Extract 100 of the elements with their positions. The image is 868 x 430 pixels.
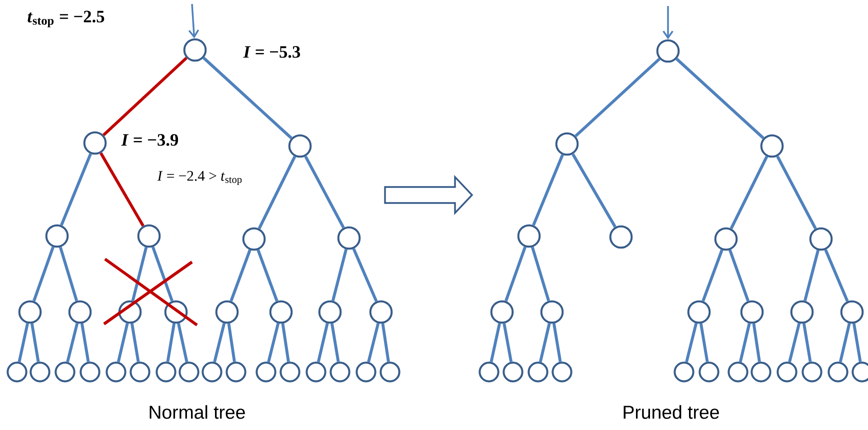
tree-node	[356, 362, 376, 382]
value-label: I = −3.9	[121, 134, 178, 146]
tree-node	[528, 362, 548, 382]
tree-node	[517, 224, 541, 248]
tree-node	[118, 300, 142, 324]
branch-line	[100, 152, 144, 227]
branch-line	[152, 246, 174, 302]
branch-line	[788, 322, 801, 362]
branch-line	[352, 248, 378, 302]
branch-line	[490, 323, 501, 362]
arrow	[662, 6, 674, 40]
tree-node	[760, 134, 784, 158]
branch-line	[776, 156, 817, 230]
branch-line	[502, 323, 513, 362]
caption: Pruned tree	[624, 405, 719, 419]
tree-node	[68, 300, 92, 324]
tree-node	[280, 362, 300, 382]
tree-node	[164, 300, 188, 324]
branch-line	[80, 323, 90, 362]
tree-node	[156, 362, 176, 382]
tree-node	[330, 362, 350, 382]
branch-line	[258, 156, 296, 230]
branch-line	[166, 323, 176, 362]
branch-line	[330, 323, 340, 362]
tree-node	[130, 362, 150, 382]
tree-node	[6, 362, 28, 382]
branch-line	[30, 323, 40, 362]
tree-node	[45, 224, 69, 248]
branch-line	[702, 249, 724, 302]
tree-node	[337, 226, 361, 250]
tree-node	[828, 362, 848, 382]
branch-line	[202, 56, 292, 140]
tree-node	[552, 362, 572, 382]
tree-node	[369, 300, 393, 324]
edge-label: I = −2.4 > t$_{stop}$	[157, 170, 242, 186]
tree-node	[242, 227, 266, 251]
branch-line	[504, 246, 526, 302]
tree-node	[490, 300, 514, 324]
tree-node	[80, 362, 100, 382]
tree-node	[687, 300, 711, 324]
tree-node	[502, 362, 524, 382]
threshold-label: t$_{stop}$ = −2.5	[28, 10, 104, 28]
tree-node	[698, 362, 720, 382]
branch-line	[331, 248, 348, 302]
branch-line	[58, 246, 78, 302]
tree-node	[750, 362, 772, 382]
tree-node	[656, 39, 680, 63]
branch-line	[572, 153, 616, 228]
branch-line	[574, 58, 660, 138]
tree-node	[202, 362, 222, 382]
tree-node	[256, 362, 276, 382]
branch-line	[381, 323, 390, 362]
tree-node	[183, 38, 207, 62]
tree-node	[226, 362, 246, 382]
tree-node	[609, 225, 633, 249]
tree-node	[30, 362, 50, 382]
tree-node	[306, 362, 326, 382]
branch-line	[230, 249, 252, 302]
branch-line	[730, 156, 768, 230]
branch-line	[552, 323, 562, 362]
tree-node	[83, 131, 107, 155]
tree-node	[215, 300, 239, 324]
tree-node	[380, 362, 400, 382]
tree-node	[852, 362, 868, 382]
branch-line	[256, 249, 278, 302]
tree-node	[478, 362, 500, 382]
branch-line	[60, 153, 92, 226]
branch-line	[676, 58, 764, 140]
tree-node	[809, 227, 833, 251]
tree-node	[674, 362, 694, 382]
branch-line	[728, 250, 750, 302]
branch-line	[267, 322, 280, 362]
branch-line	[532, 154, 564, 226]
branch-line	[304, 156, 345, 228]
tree-node	[790, 300, 814, 324]
tree-node	[288, 134, 312, 158]
tree-node	[840, 300, 864, 324]
tree-node	[269, 300, 293, 324]
tree-node	[728, 362, 748, 382]
tree-node	[106, 362, 126, 382]
branch-line	[227, 323, 236, 362]
branch-line	[538, 323, 551, 362]
branch-line	[102, 56, 188, 136]
value-label: I = −5.3	[243, 46, 300, 58]
branch-line	[18, 323, 29, 362]
branch-line	[367, 322, 380, 362]
branch-line	[130, 323, 140, 362]
branch-line	[699, 323, 709, 362]
branch-line	[66, 322, 79, 362]
tree-node	[18, 300, 42, 324]
arrow	[188, 4, 200, 38]
branch-line	[752, 323, 761, 362]
branch-line	[738, 323, 751, 362]
tree-node	[776, 362, 798, 382]
branch-line	[530, 246, 550, 302]
caption: Normal tree	[150, 405, 245, 419]
tree-node	[318, 300, 342, 324]
tree-node	[54, 362, 76, 382]
tree-node	[740, 300, 764, 324]
tree-node	[178, 362, 200, 382]
